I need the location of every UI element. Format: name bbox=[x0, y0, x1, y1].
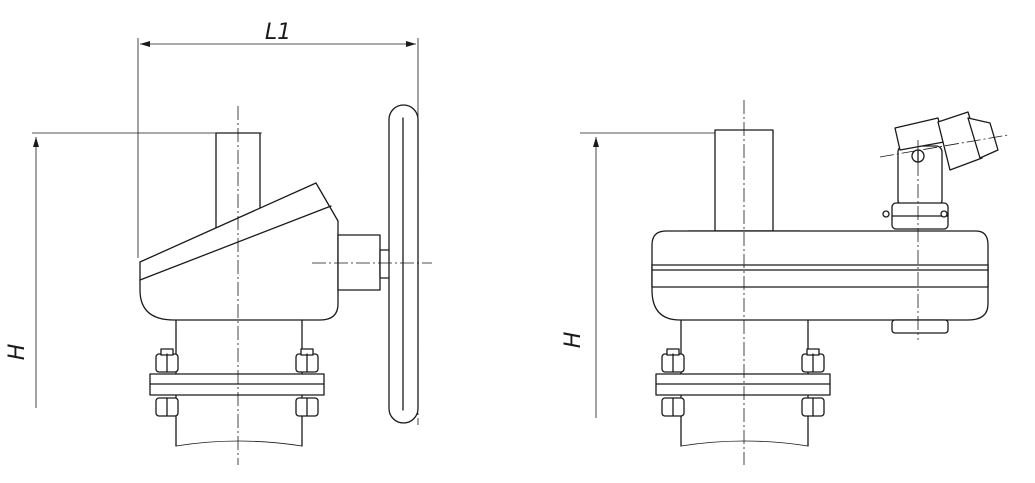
dimension-h-right: H bbox=[561, 132, 715, 418]
input-shaft-housing bbox=[337, 234, 381, 291]
upper-bracket bbox=[894, 117, 945, 151]
side-view: L1 H bbox=[5, 20, 432, 465]
dimension-l1: L1 bbox=[137, 20, 419, 258]
input-assembly bbox=[879, 111, 1009, 230]
dimension-label-h-left: H bbox=[5, 344, 30, 361]
flange-bolts bbox=[661, 348, 825, 417]
dimension-label-l1: L1 bbox=[265, 20, 291, 45]
housing-flange bbox=[651, 264, 989, 288]
body-break-line bbox=[175, 440, 303, 447]
dimension-label-h-right: H bbox=[561, 332, 586, 349]
housing-cover-edge bbox=[139, 205, 332, 281]
body-break-line bbox=[680, 440, 809, 447]
front-view: H bbox=[561, 100, 1009, 465]
lower-cap bbox=[891, 319, 949, 334]
joint-cap bbox=[967, 117, 999, 159]
flange-bolts bbox=[155, 348, 319, 417]
gearbox-housing bbox=[139, 182, 339, 321]
